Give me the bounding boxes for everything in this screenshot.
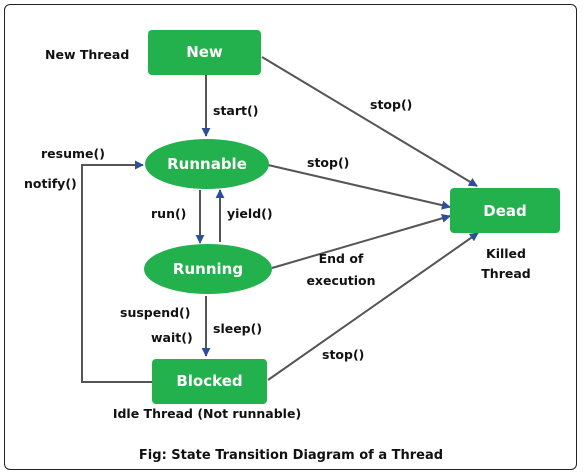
label-start: start() — [213, 103, 258, 118]
label-notify: notify() — [24, 176, 77, 191]
label-stop-new: stop() — [370, 97, 412, 112]
label-yield: yield() — [227, 206, 273, 221]
diagram-frame — [4, 4, 577, 470]
label-new-thread: New Thread — [45, 47, 129, 62]
label-stop-blocked: stop() — [322, 347, 364, 362]
node-running-shape — [144, 244, 272, 294]
edge-blocked-to-dead — [267, 232, 479, 381]
node-runnable-shape — [145, 139, 269, 189]
label-resume: resume() — [41, 146, 105, 161]
edges — [81, 56, 479, 383]
node-dead-shape — [450, 188, 560, 233]
node-new-shape — [148, 30, 261, 75]
node-blocked-label: Blocked — [176, 372, 242, 390]
node-running-label: Running — [173, 260, 243, 278]
edge-running-to-dead — [271, 213, 451, 269]
node-blocked: Blocked — [152, 359, 267, 404]
label-wait: wait() — [151, 330, 193, 345]
node-dead-label: Dead — [483, 202, 526, 220]
label-killed-line1: Killed — [486, 246, 526, 261]
node-dead: Dead — [450, 188, 560, 233]
node-new-label: New — [186, 43, 223, 61]
figure-caption: Fig: State Transition Diagram of a Threa… — [139, 448, 443, 463]
edge-runnable-to-dead — [267, 164, 451, 210]
label-killed-line2: Thread — [481, 266, 530, 281]
node-runnable-label: Runnable — [167, 155, 247, 173]
label-idle-thread: Idle Thread (Not runnable) — [113, 406, 301, 421]
node-runnable: Runnable — [145, 139, 269, 189]
label-stop-runnable: stop() — [307, 155, 349, 170]
label-end-line1: End of — [319, 251, 364, 266]
node-running: Running — [144, 244, 272, 294]
node-new: New — [148, 30, 261, 75]
node-blocked-shape — [152, 359, 267, 404]
label-run: run() — [151, 206, 186, 221]
label-suspend: suspend() — [120, 305, 190, 320]
edge-new-to-dead — [261, 56, 478, 187]
label-sleep: sleep() — [213, 321, 262, 336]
edge-blocked-to-runnable — [81, 160, 152, 383]
label-end-line2: execution — [306, 273, 375, 288]
